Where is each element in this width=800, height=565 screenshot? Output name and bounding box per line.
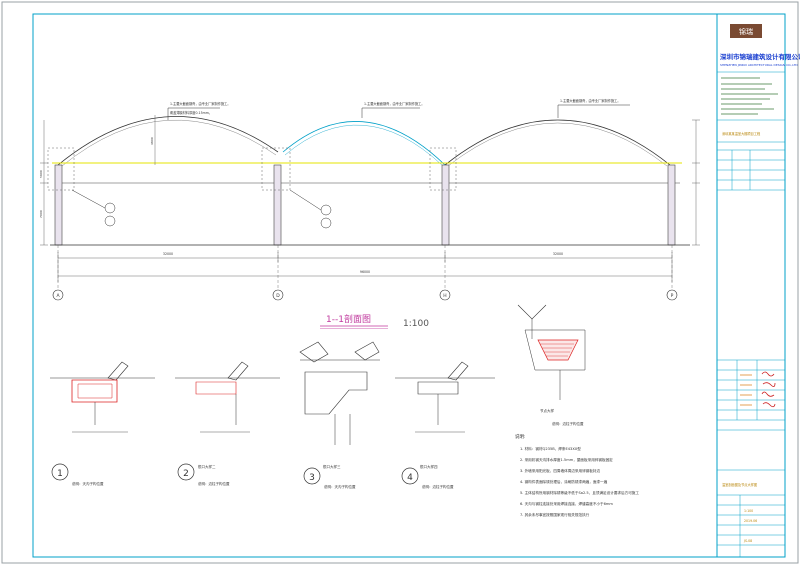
drawing-frame <box>32 13 786 558</box>
drawing-number: JS-08 <box>743 539 752 543</box>
title-block: 锦瑞 深圳市锦瑞建筑设计有限公司 SHENZHEN JINRUI ARCHITE… <box>716 24 800 557</box>
dim-base: 7000 <box>39 210 43 218</box>
sign-table <box>716 149 786 191</box>
svg-text:2: 2 <box>183 469 189 479</box>
detail-3-caption: 说明：天沟子构位置 <box>324 484 356 489</box>
detail-3-label: 檐口大样三 <box>323 464 341 469</box>
company-name: 深圳市锦瑞建筑设计有限公司 <box>720 52 800 61</box>
dim-total: 96000 <box>360 270 370 274</box>
dim-eave: 5900 <box>39 170 43 178</box>
detail-2-label: 檐口大样二 <box>198 464 216 469</box>
arch-right-inner <box>447 122 668 167</box>
axis-label-d: D <box>276 293 280 299</box>
sign-grid <box>716 359 786 421</box>
date-value: 2019.06 <box>744 519 757 523</box>
orange-fields <box>740 374 752 406</box>
top-note-right: 1.主要大截面钢骨，由专业厂家制作施工。 <box>560 98 620 103</box>
section-title-group: 1--1剖面图 1:100 <box>320 313 429 329</box>
axis-label-h: H <box>443 293 446 299</box>
note-item-2: 2. 采用彩钢天沟排水厚度1.5mm，屋面板采用锌钢板固定 <box>520 457 613 462</box>
axis-bubbles <box>52 289 678 301</box>
drawing-name: 温室剖面图及节点大样图 <box>722 482 757 487</box>
scale-value: 1:100 <box>744 509 753 513</box>
top-note-left: 1.主要大截面钢骨，由专业厂家制作施工。 <box>170 101 230 106</box>
arch-left <box>57 116 279 166</box>
section-scale: 1:100 <box>403 319 429 329</box>
svg-text:1: 1 <box>57 469 63 479</box>
note-item-5: 5. 主体结构所用钢材除锈等级不低于Sa2.5，且须满足设计要求后方可施工 <box>520 490 639 495</box>
svg-text:3: 3 <box>309 473 315 483</box>
sub-note-left: 覆盖薄膜材料厚度0.15mm。 <box>170 110 212 115</box>
arch-middle <box>282 121 446 166</box>
top-note-middle: 1.主要大截面钢骨，由专业厂家制作施工。 <box>364 101 424 106</box>
arch-left-inner <box>61 119 277 167</box>
annotations: 1.主要大截面钢骨，由专业厂家制作施工。 覆盖薄膜材料厚度0.15mm。 1.主… <box>167 98 630 120</box>
note-item-1: 1. 材料：钢材Q235B，焊条E43XX型 <box>520 446 581 451</box>
detail-2: 檐口大样二 2 说明：边柱子构位置 <box>175 361 280 486</box>
detail-3: 檐口大样三 3 说明：天沟子构位置 <box>299 341 380 489</box>
arch-middle-inner <box>284 124 444 167</box>
dim-ridge: 4800 <box>150 137 154 145</box>
detail-4-label: 檐口大样四 <box>420 464 438 469</box>
detail-2-caption: 说明：边柱子构位置 <box>198 481 230 486</box>
company-name-en: SHENZHEN JINRUI ARCHITECTURAL DESIGN CO.… <box>720 63 798 67</box>
section-drawing: 1.主要大截面钢骨，由专业厂家制作施工。 覆盖薄膜材料厚度0.15mm。 1.主… <box>39 98 700 301</box>
axis-label-a: A <box>56 293 60 299</box>
section-title: 1--1剖面图 <box>326 313 371 325</box>
arch-right <box>444 119 671 166</box>
note-item-4: 4. 钢构件表面除锈处理后，涂刷防锈漆两遍，面漆一遍 <box>520 479 608 484</box>
detail-5-label: 节点大样 <box>540 408 554 413</box>
axis-label-p: P <box>671 293 674 299</box>
project-name: 深圳某某温室大棚项目工程 <box>722 131 761 136</box>
detail-marks <box>47 147 457 191</box>
title-info-table <box>717 495 785 557</box>
detail-4: 檐口大样四 4 说明：边柱子构位置 <box>395 361 495 489</box>
notes-heading: 说明: <box>515 433 526 440</box>
detail-4-caption: 说明：边柱子构位置 <box>422 484 454 489</box>
svg-text:4: 4 <box>407 473 413 483</box>
note-item-3: 3. 外墙采用阳光板，四周墙体周边采用锌钢板封边 <box>520 468 600 473</box>
note-item-7: 7. 其余未尽事宜按照国家现行相关规范执行 <box>520 512 590 517</box>
detail-callouts <box>71 189 332 229</box>
detail-5: 节点大样 说明：边柱子构位置 <box>517 304 586 426</box>
detail-4-bubble <box>401 467 419 485</box>
dim-right-span: 32000 <box>553 252 563 256</box>
detail-2-bubble <box>177 463 195 481</box>
vertical-dims-right <box>692 119 700 246</box>
columns <box>54 164 676 246</box>
detail-3-bubble <box>303 467 321 485</box>
detail-1-bubble <box>51 463 69 481</box>
dim-left-span: 32000 <box>163 252 173 256</box>
certificate-lines <box>721 77 778 115</box>
general-notes: 说明: 1. 材料：钢材Q235B，焊条E43XX型 2. 采用彩钢天沟排水厚度… <box>515 433 639 517</box>
note-item-6: 6. 天沟与钢柱连接处采用焊接连接，焊缝高度不小于6mm <box>520 501 613 506</box>
detail-1-caption: 说明：天沟子构位置 <box>72 481 104 486</box>
signatures <box>761 371 776 408</box>
detail-1: 1 说明：天沟子构位置 <box>50 361 155 486</box>
detail-5-caption: 说明：边柱子构位置 <box>552 421 584 426</box>
logo-text: 锦瑞 <box>739 27 753 36</box>
company-logo <box>730 24 762 38</box>
vertical-dims-left <box>40 115 156 246</box>
axis-lines <box>57 245 673 290</box>
horizontal-dims <box>57 252 673 282</box>
